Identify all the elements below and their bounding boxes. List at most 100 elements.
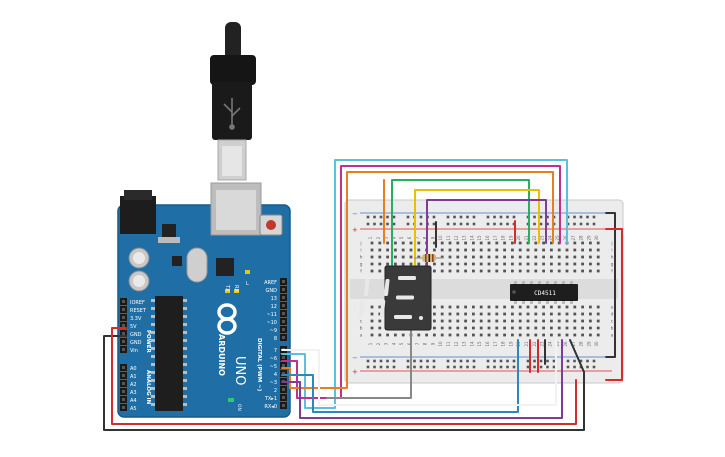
breadboard-hole[interactable]	[433, 326, 436, 330]
breadboard-hole[interactable]	[573, 312, 577, 316]
breadboard-hole[interactable]	[573, 319, 577, 323]
breadboard-hole[interactable]	[511, 255, 514, 259]
breadboard-hole[interactable]	[557, 248, 561, 252]
breadboard-hole[interactable]	[565, 326, 569, 330]
rail-hole[interactable]	[373, 365, 376, 369]
breadboard-hole[interactable]	[596, 248, 600, 252]
breadboard-hole[interactable]	[370, 305, 374, 309]
breadboard-hole[interactable]	[550, 319, 553, 323]
breadboard-hole[interactable]	[542, 248, 545, 252]
breadboard-hole[interactable]	[401, 241, 405, 245]
breadboard-hole[interactable]	[573, 241, 577, 245]
breadboard-hole[interactable]	[518, 326, 522, 330]
breadboard-hole[interactable]	[440, 255, 444, 259]
breadboard-hole[interactable]	[394, 248, 397, 252]
breadboard-hole[interactable]	[378, 305, 382, 309]
breadboard-hole[interactable]	[542, 319, 545, 323]
breadboard-hole[interactable]	[534, 319, 538, 323]
breadboard-hole[interactable]	[503, 262, 506, 266]
breadboard-hole[interactable]	[409, 241, 413, 245]
breadboard-hole[interactable]	[557, 255, 561, 259]
breadboard-hole[interactable]	[511, 319, 514, 323]
wire-red-5v-main[interactable]	[111, 327, 577, 425]
breadboard-hole[interactable]	[370, 312, 374, 316]
breadboard-hole[interactable]	[526, 269, 530, 273]
breadboard-hole[interactable]	[456, 319, 460, 323]
breadboard-hole[interactable]	[370, 262, 374, 266]
rail-hole[interactable]	[472, 365, 476, 369]
breadboard-hole[interactable]	[596, 269, 600, 273]
rail-hole[interactable]	[546, 222, 549, 226]
rail-hole[interactable]	[512, 365, 516, 369]
breadboard-hole[interactable]	[534, 333, 538, 337]
wire-white[interactable]	[281, 339, 557, 406]
breadboard-hole[interactable]	[479, 312, 483, 316]
breadboard-hole[interactable]	[386, 241, 389, 245]
breadboard-hole[interactable]	[440, 326, 444, 330]
breadboard-hole[interactable]	[518, 319, 522, 323]
breadboard-hole[interactable]	[557, 269, 561, 273]
breadboard-hole[interactable]	[401, 333, 405, 337]
rail-hole[interactable]	[392, 215, 396, 219]
breadboard-hole[interactable]	[440, 319, 444, 323]
rail-hole[interactable]	[573, 222, 576, 226]
breadboard-hole[interactable]	[401, 262, 405, 266]
breadboard-hole[interactable]	[550, 326, 553, 330]
breadboard-hole[interactable]	[464, 333, 467, 337]
breadboard-hole[interactable]	[534, 262, 538, 266]
rail-hole[interactable]	[373, 359, 376, 363]
rail-hole[interactable]	[392, 359, 396, 363]
rail-hole[interactable]	[366, 365, 370, 369]
rail-hole[interactable]	[466, 215, 469, 219]
rail-hole[interactable]	[379, 359, 383, 363]
breadboard-hole[interactable]	[378, 255, 382, 259]
wire-black-diagonal[interactable]	[569, 339, 585, 373]
breadboard-hole[interactable]	[433, 319, 436, 323]
rail-hole[interactable]	[499, 222, 503, 226]
breadboard-hole[interactable]	[440, 269, 444, 273]
rail-hole[interactable]	[552, 359, 556, 363]
rail-hole[interactable]	[379, 365, 383, 369]
rail-hole[interactable]	[446, 215, 450, 219]
rail-hole[interactable]	[493, 359, 496, 363]
breadboard-hole[interactable]	[378, 312, 382, 316]
breadboard-hole[interactable]	[440, 305, 444, 309]
wire-blue[interactable]	[281, 339, 519, 413]
breadboard-hole[interactable]	[596, 305, 600, 309]
breadboard-hole[interactable]	[526, 262, 530, 266]
rail-hole[interactable]	[493, 222, 496, 226]
breadboard-hole[interactable]	[542, 262, 545, 266]
rail-hole[interactable]	[579, 222, 583, 226]
breadboard-hole[interactable]	[557, 305, 561, 309]
breadboard-hole[interactable]	[550, 248, 553, 252]
breadboard-hole[interactable]	[557, 312, 561, 316]
breadboard-hole[interactable]	[542, 269, 545, 273]
rail-hole[interactable]	[539, 222, 543, 226]
breadboard-hole[interactable]	[378, 319, 382, 323]
rail-hole[interactable]	[486, 359, 490, 363]
rail-hole[interactable]	[386, 222, 389, 226]
rail-hole[interactable]	[426, 365, 429, 369]
breadboard-hole[interactable]	[565, 312, 569, 316]
rail-hole[interactable]	[432, 215, 436, 219]
breadboard-hole[interactable]	[542, 312, 545, 316]
wires[interactable]	[103, 159, 623, 431]
breadboard-hole[interactable]	[370, 269, 374, 273]
breadboard-hole[interactable]	[487, 241, 491, 245]
breadboard-hole[interactable]	[565, 305, 569, 309]
breadboard-hole[interactable]	[479, 326, 483, 330]
breadboard-hole[interactable]	[378, 269, 382, 273]
rail-hole[interactable]	[392, 222, 396, 226]
rail-hole[interactable]	[379, 215, 383, 219]
rail-hole[interactable]	[419, 365, 423, 369]
breadboard-hole[interactable]	[550, 241, 553, 245]
breadboard-hole[interactable]	[472, 262, 475, 266]
rail-hole[interactable]	[493, 215, 496, 219]
breadboard-hole[interactable]	[472, 269, 475, 273]
breadboard-hole[interactable]	[573, 262, 577, 266]
breadboard-hole[interactable]	[464, 248, 467, 252]
rail-hole[interactable]	[366, 359, 370, 363]
breadboard-hole[interactable]	[456, 248, 460, 252]
breadboard-hole[interactable]	[386, 255, 389, 259]
rail-hole[interactable]	[486, 365, 490, 369]
